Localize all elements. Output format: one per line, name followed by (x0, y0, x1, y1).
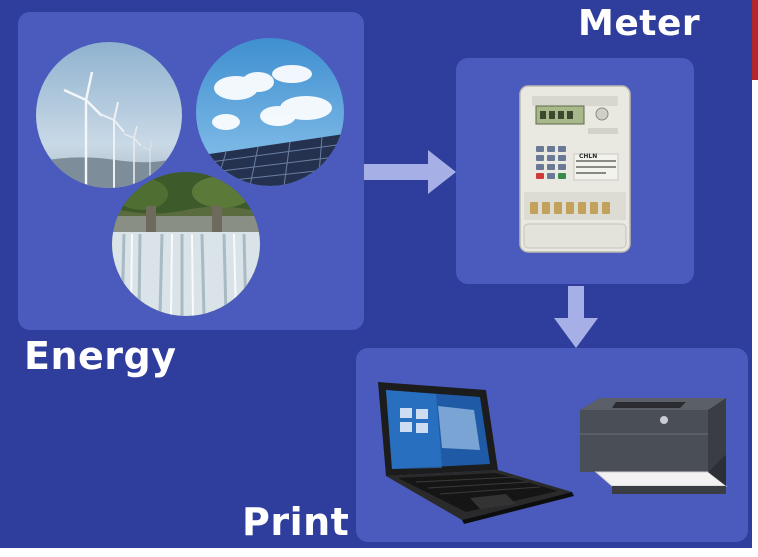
meter-brand-text: CHLN (579, 153, 598, 160)
arrow-right-icon (364, 150, 456, 194)
meter-label: Meter (578, 3, 701, 44)
hydro-dam-photo (112, 172, 260, 316)
energy-label: Energy (24, 334, 177, 378)
edge-stripe (752, 0, 758, 80)
arrow-down-icon (554, 286, 598, 348)
prepaid-electricity-meter-photo (516, 84, 634, 254)
laser-printer-photo (576, 394, 730, 498)
laptop-photo (376, 380, 576, 526)
solar-panel-photo (196, 38, 344, 186)
print-label: Print (242, 500, 350, 544)
wind-turbines-photo (36, 42, 182, 188)
